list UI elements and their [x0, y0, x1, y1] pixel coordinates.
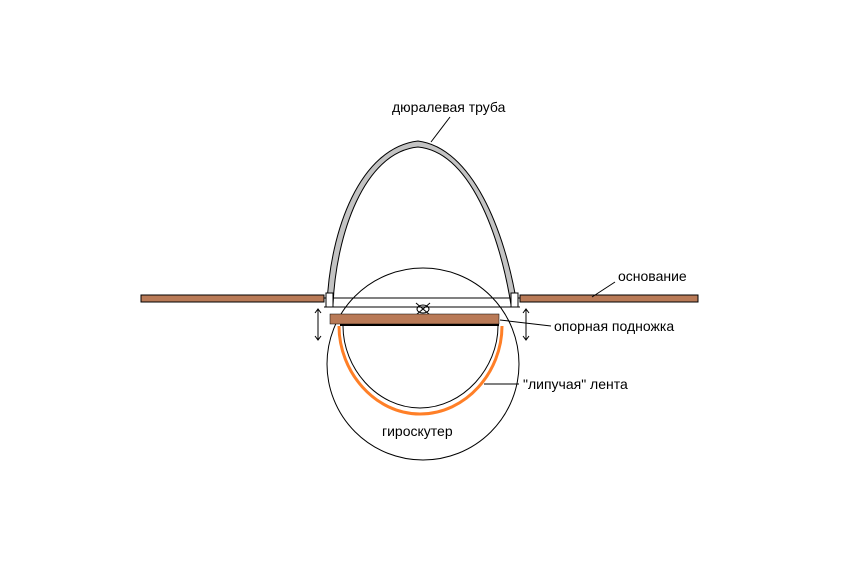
- label-base: основание: [618, 268, 687, 284]
- arrow-right-double: [522, 308, 530, 341]
- base-right: [519, 294, 699, 303]
- footrest-board: [329, 313, 500, 325]
- leader-footrest: [499, 319, 552, 327]
- leader-tube: [430, 116, 451, 143]
- hinge-icon: [415, 302, 431, 316]
- label-tube: дюралевая труба: [392, 99, 506, 115]
- label-footrest: опорная подножка: [554, 318, 674, 334]
- leader-base: [591, 281, 616, 298]
- tube-end-right: [510, 292, 519, 308]
- tube-end-left: [325, 292, 334, 308]
- velcro-tape-inner: [342, 325, 499, 409]
- label-tape: "липучая" лента: [523, 376, 628, 392]
- base-left: [140, 294, 325, 303]
- arrow-left-double: [314, 308, 322, 341]
- velcro-tape: [337, 325, 504, 416]
- gyroscooter-circle: [326, 267, 520, 461]
- duralumin-tube: [326, 140, 518, 306]
- label-scooter: гироскутер: [382, 423, 453, 439]
